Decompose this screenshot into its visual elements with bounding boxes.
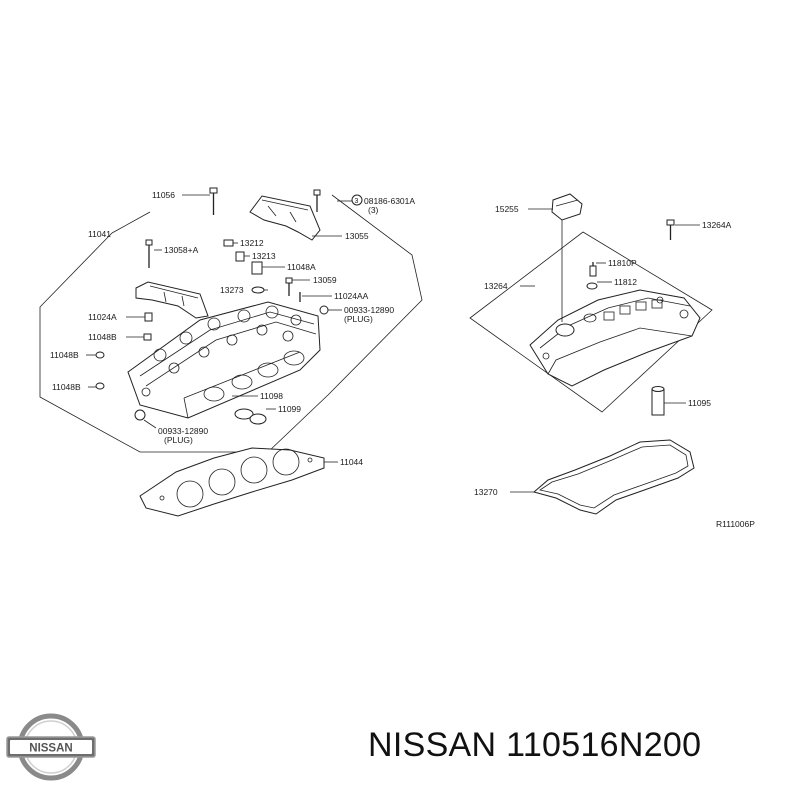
- callout-08186: 08186-6301A: [364, 196, 415, 206]
- callout-13058: 13058+A: [164, 245, 199, 255]
- svg-text:3: 3: [355, 198, 359, 205]
- plug-right: [319, 305, 329, 315]
- callout-13059: 13059: [313, 275, 337, 285]
- callout-11056: 11056: [152, 190, 175, 200]
- callout-11041: 11041: [88, 229, 111, 239]
- tube-11095: [651, 386, 665, 416]
- callout-11048B-2: 11048B: [50, 350, 79, 360]
- qty-circle-3: [351, 194, 363, 206]
- bolt-13264A: [666, 219, 675, 240]
- callout-13212: 13212: [240, 238, 264, 248]
- part-number-title: NISSAN 110516N200: [368, 726, 702, 764]
- seal-11099: [249, 413, 267, 425]
- callout-11095: 11095: [688, 398, 711, 408]
- gasket-13270: [532, 439, 695, 515]
- callout-11048B-1: 11048B: [88, 332, 117, 342]
- plug-bottom: [134, 409, 146, 421]
- callout-11098: 11098: [260, 391, 283, 401]
- bolt-08186: [313, 189, 321, 212]
- pcv-valve-11810P: [589, 262, 597, 277]
- parts-diagram: 3: [39, 187, 755, 529]
- leader-lines: [86, 194, 700, 493]
- callout-plug-right: (PLUG): [344, 314, 373, 324]
- dowel-11024A: [144, 312, 153, 322]
- callout-11048A: 11048A: [287, 262, 316, 272]
- callout-00933-bottom: 00933-12890: [158, 426, 208, 436]
- callout-11048B-3: 11048B: [52, 382, 81, 392]
- callout-13270: 13270: [474, 487, 498, 497]
- callout-13264A: 13264A: [702, 220, 732, 230]
- grommet-11812: [586, 282, 598, 290]
- nissan-logo: NISSAN: [6, 713, 96, 781]
- cup-11048A: [251, 261, 263, 275]
- callout-11024A: 11024A: [88, 312, 117, 322]
- callout-00933-right: 00933-12890: [344, 305, 394, 315]
- rocker-cover-13264: [529, 289, 701, 387]
- cap-11048B-3: [95, 382, 105, 390]
- callout-11812: 11812: [614, 277, 637, 287]
- pin-13059: [285, 277, 293, 296]
- callout-11099: 11099: [278, 404, 301, 414]
- seal-11098: [234, 408, 254, 420]
- bolt-13058: [145, 239, 153, 268]
- right-assembly-frame: [469, 231, 713, 413]
- pin-13213: [235, 251, 245, 262]
- oil-cap-15255: [551, 193, 583, 221]
- callout-labels: 11056 08186-6301A (3) 13055 11041 13058+…: [50, 190, 755, 529]
- head-gasket-11044: [139, 447, 325, 517]
- frame-edge: [111, 211, 151, 234]
- callout-15255: 15255: [495, 204, 519, 214]
- cap-11048B-1: [143, 333, 152, 341]
- callout-13213: 13213: [252, 251, 276, 261]
- callout-13055: 13055: [345, 231, 369, 241]
- callout-11810P: 11810P: [608, 258, 637, 268]
- callout-13273: 13273: [220, 285, 244, 295]
- reference-code: R111006P: [716, 519, 755, 529]
- cam-bracket-left: [135, 281, 209, 319]
- callout-08186-qty: (3): [368, 205, 379, 215]
- callout-11044: 11044: [340, 457, 363, 467]
- footer: NISSAN NISSAN 110516N200: [0, 712, 800, 792]
- cylinder-head: [127, 301, 321, 419]
- pin-13212: [223, 239, 234, 247]
- cap-11048B-2: [95, 351, 105, 359]
- callout-13264: 13264: [484, 281, 508, 291]
- callout-11024AA: 11024AA: [334, 291, 369, 301]
- logo-wordmark: NISSAN: [29, 743, 72, 755]
- ring-13273: [251, 286, 265, 294]
- bolt-11056: [209, 187, 218, 215]
- callout-plug-bottom: (PLUG): [164, 435, 193, 445]
- cam-bracket-13055: [249, 195, 321, 241]
